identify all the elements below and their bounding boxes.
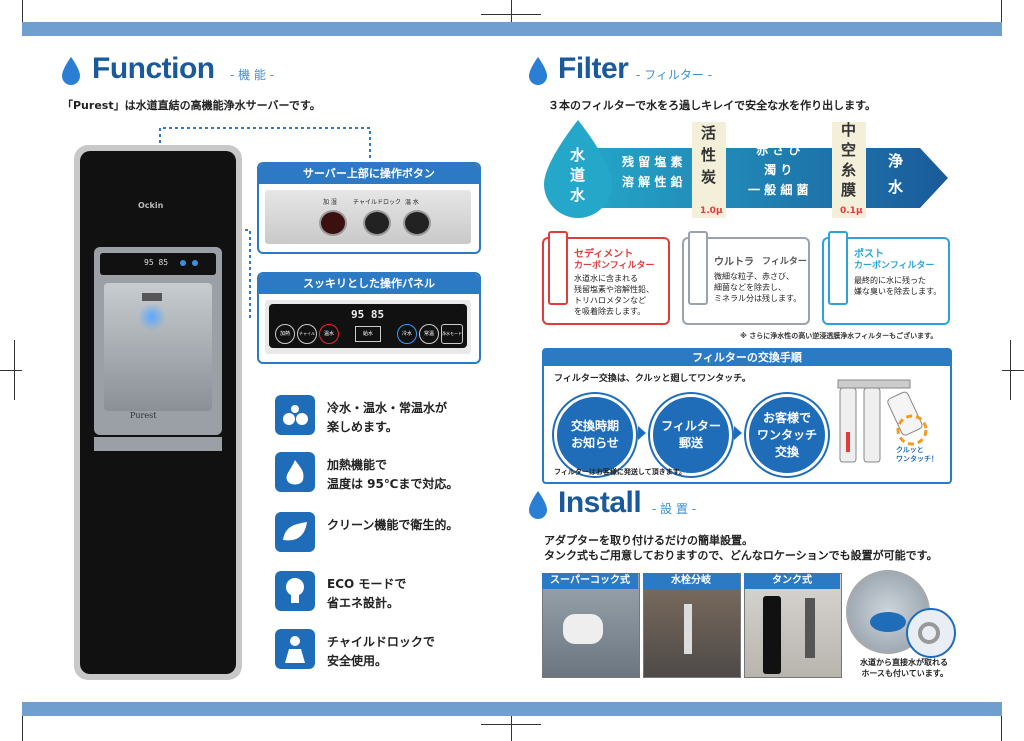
exchange-lead: フィルター交換は、クルッと廻してワンタッチ。 bbox=[554, 374, 751, 384]
exchange-step-3: お客様で ワンタッチ 交換 bbox=[746, 394, 828, 476]
hose-detail-photo bbox=[906, 608, 956, 658]
panel-lock-button[interactable]: チャイルドロック bbox=[297, 324, 317, 344]
cartridge-ultra: ウルトラ フィルター 微細な粒子、赤さび、 細菌などを除去し、 ミネラル分は残し… bbox=[682, 231, 810, 325]
water-drop-icon bbox=[529, 57, 547, 85]
filter-lead: ３本のフィルターで水をろ過しキレイで安全な水を作り出します。 bbox=[548, 99, 877, 112]
child-lock-button[interactable] bbox=[363, 210, 391, 236]
crop-mark bbox=[1001, 716, 1002, 741]
filter-flow-diagram bbox=[544, 120, 948, 218]
photo-caption: タンク式 bbox=[744, 573, 840, 589]
exchange-box: フィルターの交換手順 フィルター交換は、クルッと廻してワンタッチ。 交換時期 お… bbox=[542, 348, 952, 484]
flow-removes-2: 赤 さ び 濁 り 一 般 細 菌 bbox=[748, 143, 809, 197]
cartridge-sediment: セディメント カーボンフィルター 水道水に含まれる 残留塩素や溶解性鉛、 トリハ… bbox=[542, 231, 670, 325]
feature-item: 加熱機能で 温度は 95℃まで対応。 bbox=[275, 452, 485, 496]
water-drops-icon bbox=[275, 395, 315, 435]
top-band bbox=[22, 22, 1002, 36]
crop-mark bbox=[1001, 0, 1002, 22]
panel-cold-button[interactable]: 冷水 bbox=[397, 324, 417, 344]
photo-tank bbox=[744, 573, 842, 678]
install-subtitle: - 設 置 - bbox=[652, 502, 697, 516]
crop-mark bbox=[0, 370, 22, 371]
cartridge-image bbox=[828, 231, 848, 305]
heat-button[interactable] bbox=[319, 210, 347, 236]
photo-caption: 水栓分岐 bbox=[643, 573, 739, 589]
install-title: Install bbox=[558, 486, 642, 519]
flow-carbon: 活 性 炭 bbox=[701, 124, 717, 186]
blue-light bbox=[138, 303, 166, 331]
callout-top-caption: サーバー上部に操作ボタン bbox=[259, 164, 479, 184]
feature-item: チャイルドロックで 安全使用。 bbox=[275, 629, 485, 673]
filter-housing-image bbox=[837, 379, 928, 463]
crop-mark bbox=[14, 340, 15, 400]
feature-item: 冷水・温水・常温水が 楽しめます。 bbox=[275, 395, 485, 439]
crop-mark bbox=[22, 716, 23, 741]
filter-title: Filter bbox=[558, 52, 629, 85]
bottom-band bbox=[22, 702, 1002, 716]
flow-removes-1: 残 留 塩 素 溶 解 性 鉛 bbox=[622, 155, 683, 189]
crop-mark bbox=[1002, 370, 1024, 371]
hot-water-button[interactable] bbox=[403, 210, 431, 236]
flow-membrane: 中 空 糸 膜 bbox=[841, 121, 857, 199]
exchange-title: フィルターの交換手順 bbox=[544, 350, 950, 366]
hose-note: 水道から直接水が取れる ホースも付いています。 bbox=[860, 658, 948, 678]
crop-mark bbox=[1010, 340, 1011, 400]
crop-mark bbox=[511, 716, 512, 741]
photo-caption: スーパーコック式 bbox=[542, 573, 638, 589]
cartridge-image bbox=[688, 231, 708, 305]
exchange-step-2: フィルター 郵送 bbox=[650, 394, 732, 476]
lightbulb-icon bbox=[275, 571, 315, 611]
feature-item: ECO モードで 省エネ設計。 bbox=[275, 571, 485, 615]
flame-icon bbox=[275, 452, 315, 492]
panel-dispense-button[interactable]: 給水 bbox=[355, 326, 381, 342]
water-drop-icon bbox=[529, 491, 547, 519]
flow-source: 水 道 水 bbox=[570, 146, 586, 204]
filter-note: ※ さらに浄水性の高い逆浸透膜浄水フィルターもございます。 bbox=[740, 332, 938, 340]
flow-result: 浄 水 bbox=[888, 152, 904, 196]
cartridge-image bbox=[548, 231, 568, 305]
photo-faucet-branch bbox=[643, 573, 741, 678]
water-server-image: Ockin 95 85 Purest bbox=[74, 145, 242, 680]
flow-membrane-size: 0.1μ bbox=[840, 206, 863, 216]
water-drop-icon bbox=[62, 57, 80, 85]
crop-mark bbox=[22, 0, 23, 22]
crop-mark bbox=[481, 14, 541, 15]
exchange-step-1: 交換時期 お知らせ bbox=[554, 394, 636, 476]
child-lock-icon bbox=[275, 629, 315, 669]
photo-super-cock bbox=[542, 573, 640, 678]
panel-hot-button[interactable]: 温水 bbox=[319, 324, 339, 344]
function-subtitle: - 機 能 - bbox=[230, 68, 275, 82]
callout-top-buttons: サーバー上部に操作ボタン 加 湿 チャイルドロック 温 水 bbox=[257, 162, 481, 254]
callout-panel: スッキリとした操作パネル 95 85 加熱 チャイルドロック 温水 給水 冷水 … bbox=[257, 272, 481, 364]
filter-subtitle: - フィルター - bbox=[636, 68, 713, 82]
panel-display: 95 85 bbox=[351, 308, 385, 321]
function-title: Function bbox=[92, 52, 215, 85]
nozzle bbox=[142, 293, 162, 301]
install-lead-1: アダプターを取り付けるだけの簡単設置。 bbox=[544, 534, 753, 547]
exchange-note: フィルターはお客様に発送して頂きます。 bbox=[554, 468, 686, 476]
callout-panel-caption: スッキリとした操作パネル bbox=[259, 274, 479, 294]
leaf-icon bbox=[275, 512, 315, 552]
brand-logo: Ockin bbox=[138, 201, 164, 210]
install-lead-2: タンク式もご用意しておりますので、どんなロケーションでも設置が可能です。 bbox=[544, 549, 938, 562]
crop-mark bbox=[481, 724, 541, 725]
panel-normal-button[interactable]: 常温 bbox=[419, 324, 439, 344]
dispenser-panel: 95 85 bbox=[94, 247, 222, 435]
crop-mark bbox=[511, 0, 512, 22]
function-lead: 「Purest」は水道直結の高機能浄水サーバーです。 bbox=[62, 99, 321, 112]
arrow-right-icon bbox=[734, 426, 742, 440]
feature-item: クリーン機能で衛生的。 bbox=[275, 512, 485, 556]
control-display: 95 85 bbox=[100, 253, 216, 275]
twist-label: クルッと ワンタッチ！ bbox=[896, 446, 938, 463]
flow-carbon-size: 1.0μ bbox=[700, 206, 723, 216]
panel-heat-button[interactable]: 加熱 bbox=[275, 324, 295, 344]
dispenser-recess bbox=[104, 283, 212, 411]
cartridge-post: ポスト カーボンフィルター 最終的に水に残った 嫌な臭いを除去します。 bbox=[822, 231, 950, 325]
panel-mode-button[interactable]: 浄水モード bbox=[441, 324, 463, 344]
arrow-right-icon bbox=[638, 426, 646, 440]
model-label: Purest bbox=[130, 411, 157, 420]
